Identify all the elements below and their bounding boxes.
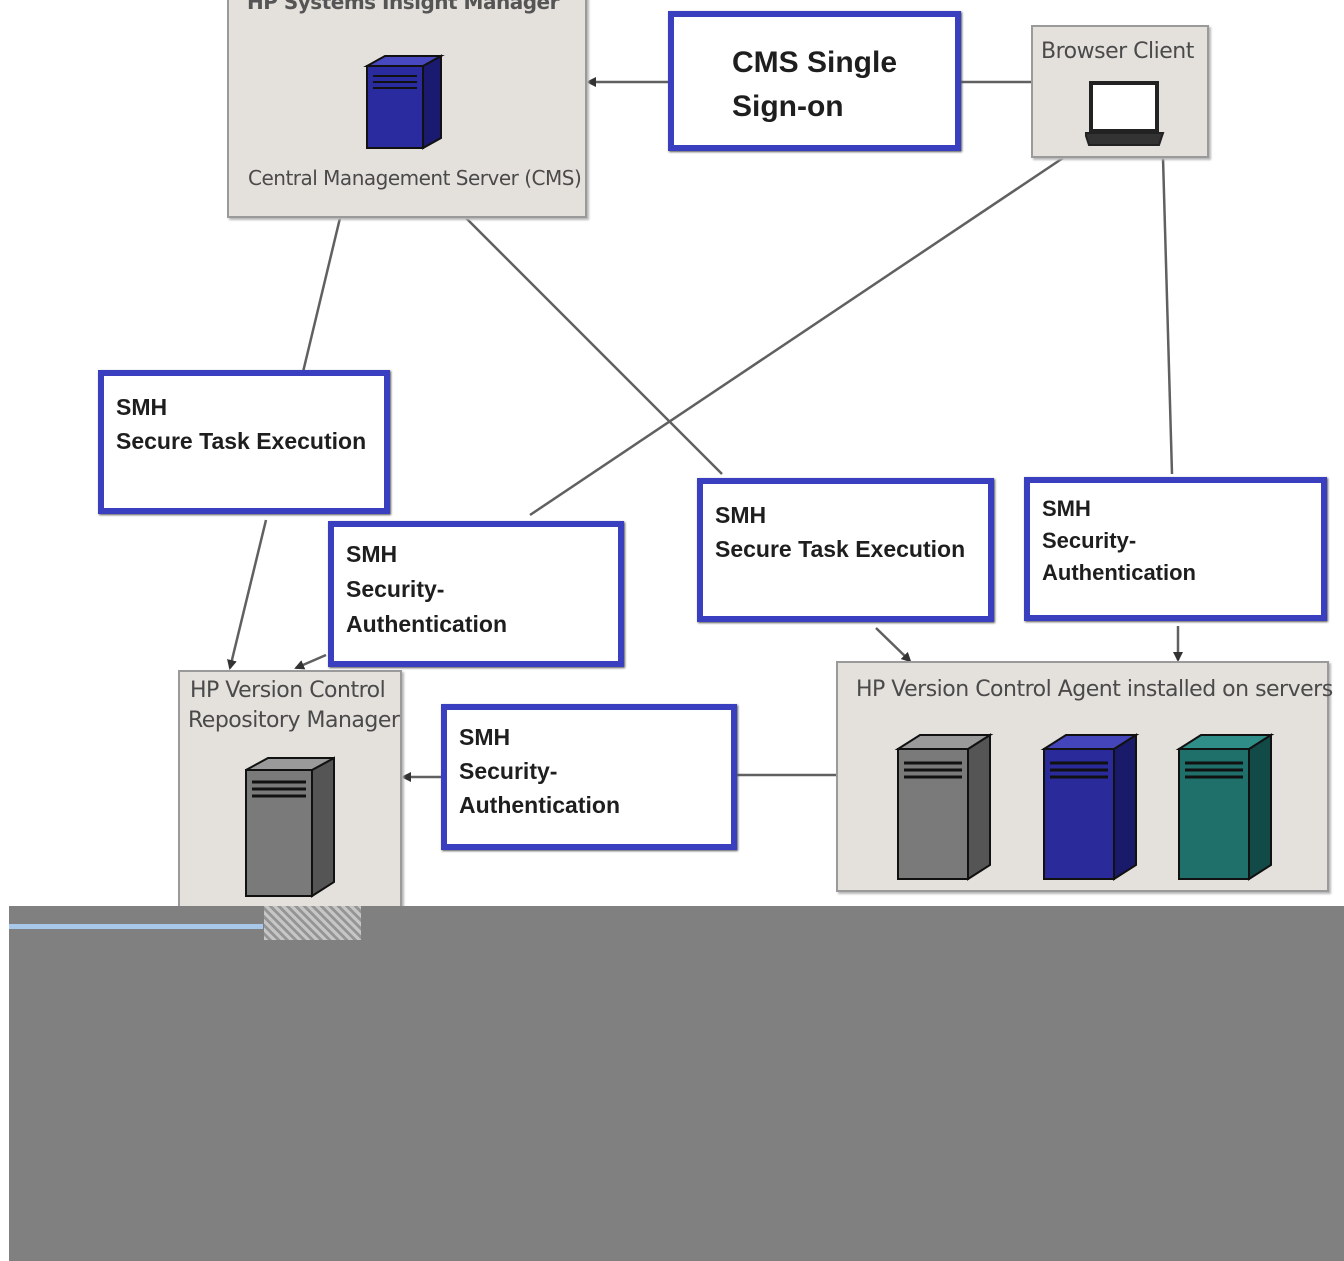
callout-line: Secure Task Execution <box>715 536 966 562</box>
connector-cms-task-right <box>465 217 723 475</box>
smh-secure-task-execution-right-callout: SMH Secure Task Execution <box>697 478 994 622</box>
callout-line: SMH <box>459 724 511 750</box>
server-tower-icon <box>1175 733 1275 881</box>
connector-auth-left-repo <box>294 653 327 670</box>
cms-panel-header: HP Systems Insight Manager <box>247 0 559 14</box>
callout-line: Secure Task Execution <box>116 428 367 454</box>
smh-security-authentication-left-callout: SMH Security- Authentication <box>328 521 624 667</box>
server-tower-icon <box>1040 733 1140 881</box>
repository-label-line1: HP Version Control <box>190 678 386 703</box>
cms-panel-label: Central Management Server (CMS) <box>248 166 582 190</box>
smh-secure-task-execution-left-callout: SMH Secure Task Execution <box>98 370 390 514</box>
image-artifact <box>264 906 361 940</box>
callout-line: Authentication <box>346 611 507 637</box>
callout-line: SMH <box>346 541 398 567</box>
callout-line: Security- <box>1042 528 1137 553</box>
connector-task-left-repo <box>227 519 268 670</box>
agent-panel-label: HP Version Control Agent installed on se… <box>856 677 1333 702</box>
callout-line: SMH <box>1042 496 1091 521</box>
callout-line: Security- <box>346 576 445 602</box>
occlusion-band <box>9 906 1344 1261</box>
browser-client-panel: Browser Client <box>1031 25 1209 158</box>
smh-security-authentication-right-callout: SMH Security- Authentication <box>1024 477 1327 621</box>
server-tower-icon <box>245 756 335 898</box>
cms-panel: HP Systems Insight Manager Central Manag… <box>227 0 587 218</box>
cms-single-sign-on-callout: CMS Single Sign-on <box>668 11 961 151</box>
connector-cms-task-left <box>301 217 342 373</box>
browser-client-label: Browser Client <box>1041 39 1194 64</box>
callout-line: Sign-on <box>732 90 844 123</box>
server-tower-icon <box>363 54 445 150</box>
callout-line: SMH <box>116 394 168 420</box>
connector-browser-auth-left <box>529 156 1064 517</box>
connector-task-right-agent <box>875 627 912 663</box>
repository-label-line2: Repository Manager <box>188 708 400 733</box>
repository-manager-panel: HP Version Control Repository Manager <box>178 670 402 908</box>
callout-line: Authentication <box>459 792 620 818</box>
callout-line: Security- <box>459 758 558 784</box>
server-tower-icon <box>894 733 994 881</box>
smh-security-authentication-bottom-callout: SMH Security- Authentication <box>441 704 737 850</box>
callout-line: CMS Single <box>732 46 898 79</box>
occlusion-strip <box>9 924 263 929</box>
laptop-icon <box>1085 81 1165 146</box>
version-control-agent-panel: HP Version Control Agent installed on se… <box>836 661 1333 892</box>
callout-line: Authentication <box>1042 560 1196 585</box>
connector-browser-auth-right <box>1161 157 1174 475</box>
callout-line: SMH <box>715 502 767 528</box>
